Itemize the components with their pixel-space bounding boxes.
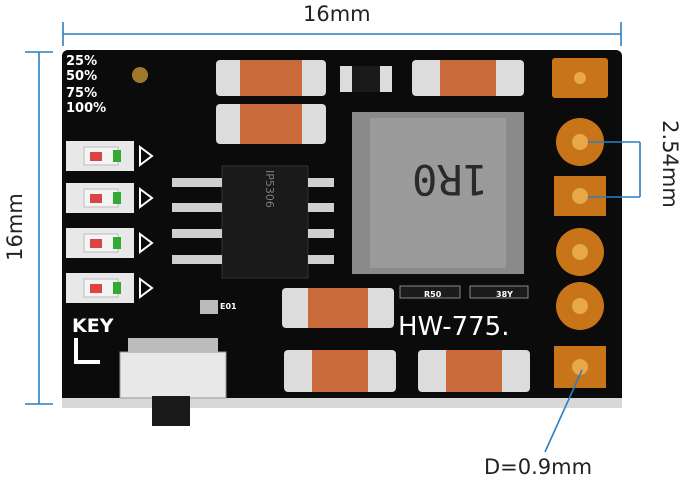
ic-chip (172, 165, 334, 279)
inductor-marking: 1R0 (412, 155, 488, 204)
header-pads (552, 58, 608, 388)
component-marking: 38Y (496, 290, 513, 299)
width-dimension (62, 22, 622, 46)
key-silkscreen: KEY (72, 315, 114, 337)
led-25 (66, 141, 154, 171)
capacitor-row-top (216, 60, 524, 144)
led-75 (66, 228, 154, 258)
led-50 (66, 183, 154, 213)
ic-marking: IP5306 (263, 170, 276, 208)
led-level-label: 50% (66, 69, 98, 84)
pcb-bottom-edge (62, 398, 622, 408)
led-level-label: 25% (66, 54, 98, 69)
fiducial-dot (132, 67, 148, 83)
component-marking: R50 (424, 290, 442, 299)
led-level-label: 100% (66, 101, 107, 116)
component-marking: E01 (220, 302, 237, 311)
led-column (66, 141, 154, 303)
width-dimension-label: 16mm (303, 2, 371, 26)
led-level-label: 75% (66, 86, 98, 101)
hole-dimension (544, 369, 583, 453)
led-100 (66, 273, 154, 303)
height-dimension-label: 16mm (3, 193, 27, 261)
pitch-dimension (588, 141, 641, 198)
hole-diameter-label: D=0.9mm (484, 455, 593, 479)
slide-switch (74, 338, 227, 426)
pitch-dimension-label: 2.54mm (658, 120, 679, 208)
height-dimension (25, 51, 53, 405)
capacitor-row-bottom (200, 285, 530, 392)
inductor (352, 112, 524, 274)
model-silkscreen: HW-775. (398, 312, 510, 342)
